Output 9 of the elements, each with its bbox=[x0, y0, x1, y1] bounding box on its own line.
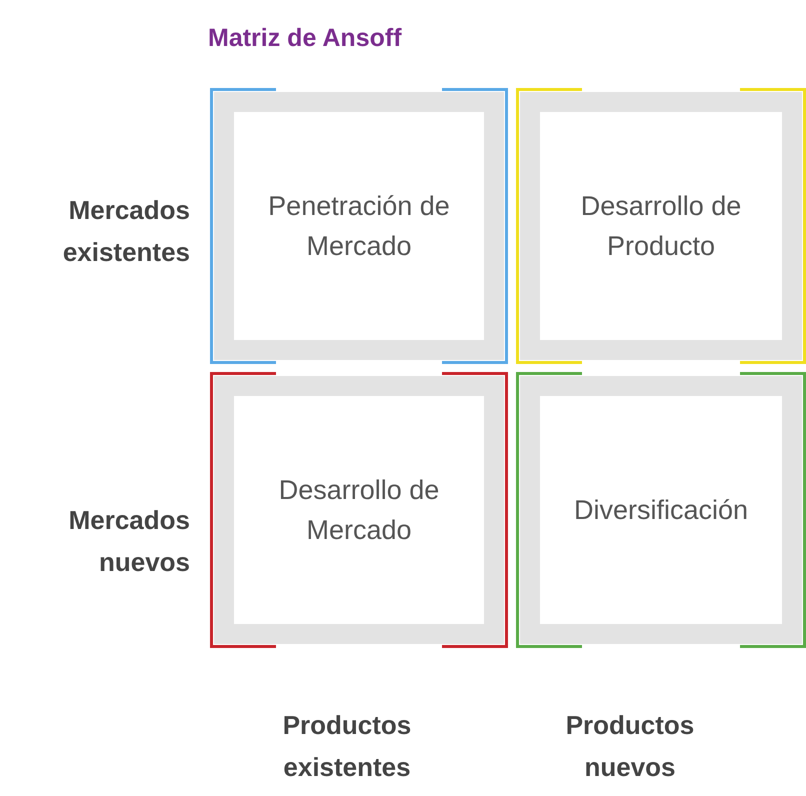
quadrant-label: Desarrollo de Mercado bbox=[278, 474, 440, 547]
column-label: Productos existentes bbox=[282, 709, 412, 784]
quadrant-label: Diversificación bbox=[572, 494, 750, 527]
row-label: Mercados existentes bbox=[62, 194, 190, 269]
quadrant-label: Penetración de Mercado bbox=[267, 190, 451, 263]
title: Matriz de Ansoff bbox=[208, 24, 402, 53]
row-label: Mercados nuevos bbox=[68, 504, 190, 579]
quadrant-label: Desarrollo de Producto bbox=[580, 190, 742, 263]
column-label: Productos nuevos bbox=[564, 709, 696, 784]
